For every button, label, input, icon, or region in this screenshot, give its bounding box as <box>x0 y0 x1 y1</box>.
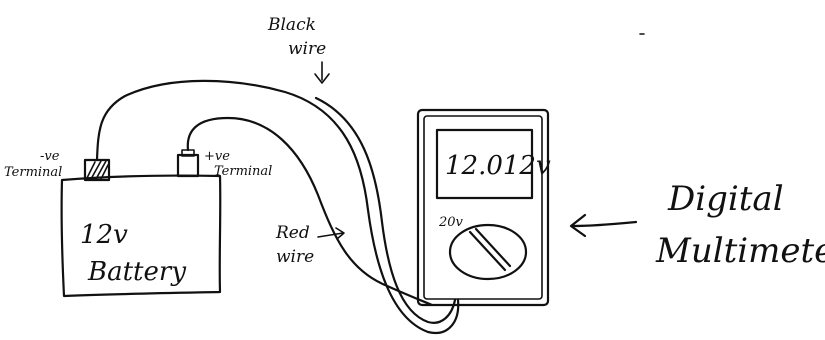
pos-terminal-label-line2: Terminal <box>214 164 272 179</box>
black-wire-arrow <box>314 61 330 84</box>
digital-multimeter <box>416 108 550 307</box>
multimeter-label-line2: Multimeter <box>655 231 825 271</box>
battery-label-line2: Battery <box>87 257 186 287</box>
dial-range-label: 20v <box>438 215 464 230</box>
positive-terminal <box>176 149 200 178</box>
black-wire-label-line2: wire <box>288 39 326 59</box>
selector-dial <box>448 223 528 281</box>
battery-label-line1: 12v <box>80 220 128 250</box>
red-wire-label-line1: Red <box>275 223 310 243</box>
neg-terminal-label-line1: -ve <box>40 149 60 164</box>
neg-terminal-label-line2: Terminal <box>4 165 62 180</box>
battery-body <box>60 174 222 298</box>
multimeter-display <box>435 128 534 200</box>
black-wire-label-line1: Black <box>267 15 316 35</box>
black-wire-inner-edge <box>314 96 457 324</box>
black-wire <box>95 79 460 335</box>
multimeter-arrow <box>569 213 638 238</box>
display-reading: 12.012v <box>445 151 551 181</box>
red-wire <box>186 116 434 307</box>
multimeter-label-line1: Digital <box>667 179 784 219</box>
pos-terminal-label-line1: +ve <box>204 149 230 164</box>
red-wire-arrow <box>317 227 345 240</box>
dial-pointer <box>468 227 512 272</box>
red-wire-label-line2: wire <box>276 247 314 267</box>
